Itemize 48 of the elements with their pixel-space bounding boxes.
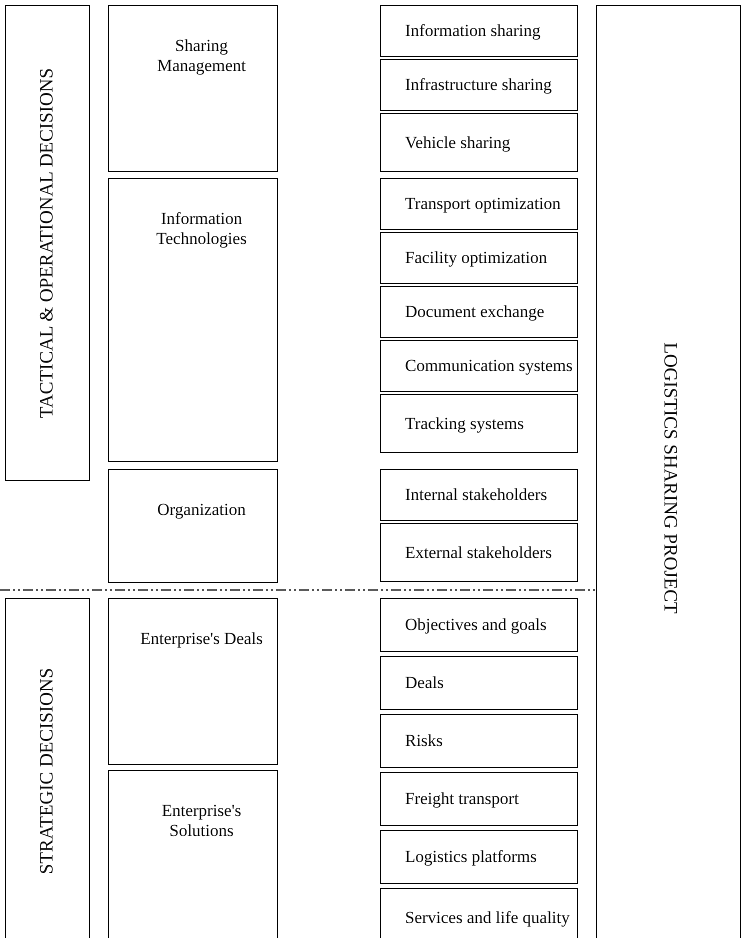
item-label: Tracking systems <box>405 413 524 434</box>
item-box <box>380 888 578 938</box>
category-label: Enterprise's Solutions <box>160 801 242 842</box>
decision-band <box>5 5 90 481</box>
item-box <box>380 232 578 284</box>
item-label: Vehicle sharing <box>405 132 510 153</box>
item-label: Logistics platforms <box>405 846 537 868</box>
item-label: Services and life quality <box>405 908 570 928</box>
item-box <box>380 469 578 521</box>
category-label: Sharing Management <box>156 36 247 77</box>
band-label: STRATEGIC DECISIONS <box>36 667 58 874</box>
item-box <box>380 830 578 884</box>
item-label: Communication systems <box>405 356 573 376</box>
item-label: Information sharing <box>405 20 540 42</box>
item-label: Transport optimization <box>405 194 561 214</box>
item-box <box>380 772 578 826</box>
item-box <box>380 598 578 652</box>
item-label: Facility optimization <box>405 248 548 268</box>
category-box <box>108 5 278 172</box>
item-box <box>380 113 578 172</box>
category-label: Enterprise's Deals <box>139 629 264 650</box>
decision-band <box>5 598 90 938</box>
item-label: Freight transport <box>405 788 519 810</box>
item-box <box>380 394 578 453</box>
item-box <box>380 178 578 230</box>
category-box <box>108 598 278 765</box>
item-label: Infrastructure sharing <box>405 74 552 96</box>
item-label: External stakeholders <box>405 542 552 563</box>
item-box <box>380 340 578 392</box>
item-box <box>380 59 578 111</box>
item-box <box>380 5 578 57</box>
item-box <box>380 286 578 338</box>
project-band <box>596 5 741 938</box>
category-label: Organization <box>156 500 247 520</box>
category-box <box>108 469 278 583</box>
item-box <box>380 523 578 582</box>
item-label: Deals <box>405 672 444 694</box>
item-label: Internal stakeholders <box>405 484 548 506</box>
item-label: Document exchange <box>405 302 544 322</box>
item-box <box>380 714 578 768</box>
band-label: TACTICAL & OPERATIONAL DECISIONS <box>36 68 58 418</box>
item-label: Risks <box>405 730 443 752</box>
band-label: LOGISTICS SHARING PROJECT <box>658 342 680 614</box>
item-box <box>380 656 578 710</box>
item-label: Objectives and goals <box>405 614 547 636</box>
category-box <box>108 178 278 462</box>
category-box <box>108 770 278 938</box>
category-label: Information Technologies <box>155 209 248 250</box>
